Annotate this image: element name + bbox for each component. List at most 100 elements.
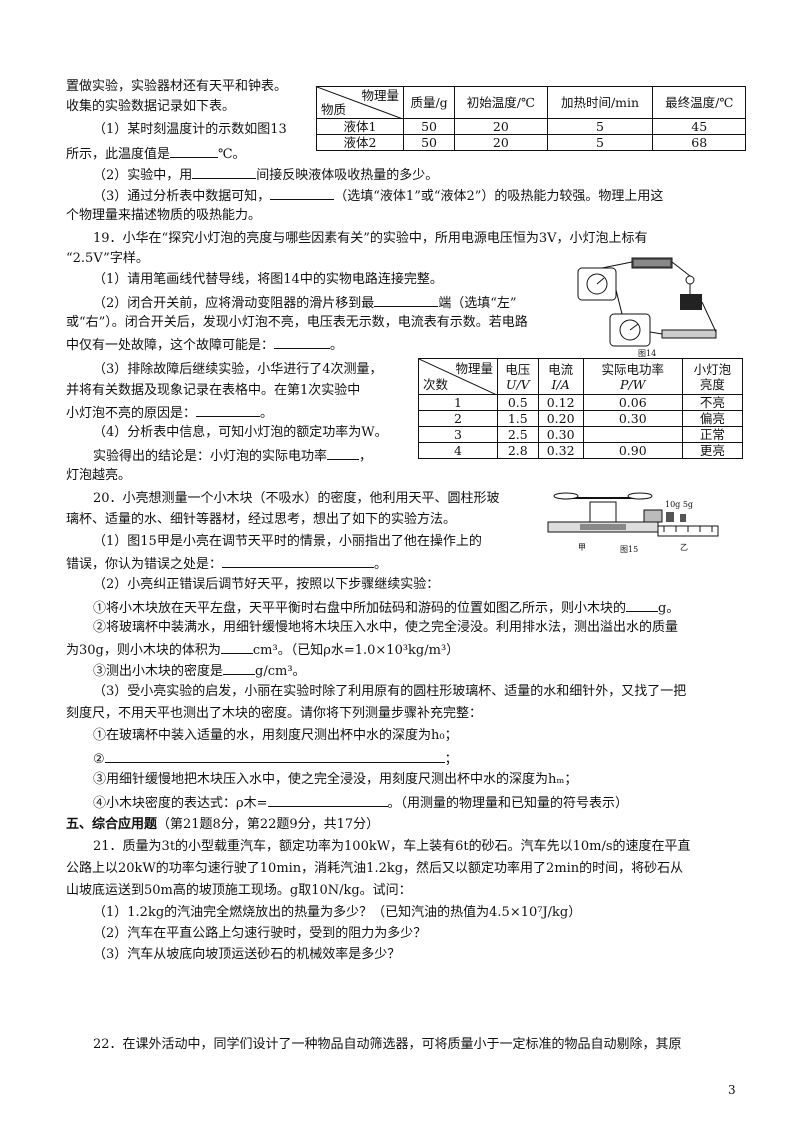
page-number: 3	[728, 1083, 736, 1097]
text-line: 小灯泡不亮的原因是：。	[66, 404, 273, 422]
text-segment: 为30g，则小木块的体积为	[66, 643, 221, 658]
table-cell: 更亮	[681, 442, 744, 459]
table-cell: 20	[454, 118, 548, 135]
text-segment: （4）	[93, 425, 128, 440]
text-segment: 错误，你认为错误之处是：	[66, 557, 223, 572]
table-cell: 50	[402, 118, 456, 135]
text-line: 置做实验，实验器材还有天平和钟表。	[66, 79, 288, 94]
section-heading: 五、综合应用题（第21题8分，第22题9分，共17分）	[66, 817, 379, 833]
answer-blank[interactable]	[223, 662, 256, 675]
text-line: （1）1.2kg的汽油完全燃烧放出的热量为多少？（已知汽油的热值为4.5×10⁷…	[93, 905, 582, 920]
section-title: 五、综合应用题	[66, 817, 158, 832]
header-quantity: 物理量	[361, 88, 399, 103]
column-header: 初始温度/℃	[454, 86, 548, 119]
text-line: ①在玻璃杯中装入适量的水，用刻度尺测出杯中水的深度为h₀；	[93, 728, 458, 743]
figure-caption: 图14	[638, 349, 657, 358]
section-score: （第21题8分，第22题9分，共17分）	[157, 817, 380, 832]
text-line: （1）图15甲是小亮在调节天平时的情景，小丽指出了他在操作上的	[93, 534, 482, 549]
answer-blank[interactable]	[170, 145, 219, 158]
table-cell: 20	[454, 134, 548, 151]
text-line: （2）实验中，用 间接反映液体吸收热量的多少。	[93, 166, 438, 184]
table-cell: 液体1	[316, 118, 404, 135]
table-header-diagonal: 物理量 物质	[316, 86, 404, 119]
text-segment: 实验得出的结论是：小灯泡的实际电功率	[93, 449, 328, 464]
text-segment: 所示，此温度值是	[66, 147, 171, 162]
text-segment: 。	[330, 338, 344, 353]
text-segment: 间接反映液体吸收热量的多少。	[256, 168, 439, 183]
text-line: （3）排除故障后继续实验，小华进行了4次测量，	[93, 362, 383, 377]
text-line: 为30g，则小木块的体积为 cm³。（已知ρ水=1.0×10³kg/m³）	[66, 641, 459, 659]
table-cell: 5	[546, 134, 654, 151]
answer-blank[interactable]	[196, 404, 261, 417]
table-cell: 0.12	[537, 394, 584, 411]
text-segment: 中仅有一处故障，这个故障可能是：	[66, 338, 275, 353]
text-segment: ；	[444, 752, 458, 767]
text-line: 21．质量为3t的小型载重汽车，额定功率为100kW，车上装有6t的砂石。汽车先…	[93, 839, 691, 854]
text-segment: （3）通过分析表中数据可知，	[93, 189, 271, 204]
table-cell: 68	[652, 134, 746, 151]
text-line: 错误，你认为错误之处是： 。	[66, 555, 387, 573]
answer-blank[interactable]	[626, 599, 659, 612]
table-cell: 0.32	[537, 442, 584, 459]
answer-blank[interactable]	[374, 294, 439, 307]
answer-blank[interactable]	[270, 187, 335, 200]
text-segment: g/cm³。	[255, 664, 306, 679]
text-line: （2）闭合开关前，应将滑动变阻器的滑片移到最 端（选填“左”	[93, 294, 517, 312]
text-line: （4）分析表中信息，可知小灯泡的额定功率为W。	[93, 425, 388, 441]
text-segment: （2）闭合开关前，应将滑动变阻器的滑片移到最	[93, 296, 375, 311]
text-segment: （2）实验中，用	[93, 168, 193, 183]
text-line: ②将玻璃杯中装满水，用细针缓慢地将木块压入水中，使之完全浸没。利用排水法，测出溢…	[93, 620, 679, 635]
text-segment: 分析表中信息，可知小灯泡的额定功率为W。	[127, 425, 388, 440]
text-segment: ③测出小木块的密度是	[93, 664, 224, 679]
answer-blank[interactable]	[267, 794, 388, 807]
table-cell: 0.06	[582, 394, 683, 411]
text-line: 并将有关数据及现象记录在表格中。在第1次实验中	[66, 383, 361, 398]
column-header: 最终温度/℃	[652, 86, 746, 119]
table-cell: 3	[418, 426, 498, 443]
label-jia: 甲	[578, 543, 586, 552]
answer-blank[interactable]	[222, 555, 375, 568]
table-row: 液体2 50 20 5 68	[316, 134, 746, 151]
table-cell: 4	[418, 442, 498, 459]
column-header: 加热时间/min	[546, 86, 654, 119]
text-segment: ①将小木块放在天平左盘，天平平衡时右盘中所加砝码和游码的位置如图乙所示，则小木块…	[93, 601, 627, 616]
text-line: ④小木块密度的表达式：ρ木=。（用测量的物理量和已知量的符号表示）	[93, 794, 628, 812]
text-segment: 。（用测量的物理量和已知量的符号表示）	[387, 796, 629, 811]
text-line: 中仅有一处故障，这个故障可能是： 。	[66, 336, 343, 354]
table-cell: 50	[402, 134, 456, 151]
answer-blank[interactable]	[220, 641, 253, 654]
table-header-diagonal: 物理量 次数	[418, 358, 498, 395]
answer-blank[interactable]	[104, 750, 445, 763]
text-segment: ℃。	[218, 147, 246, 162]
text-segment: 端（选填“左”	[438, 296, 517, 311]
answer-blank[interactable]	[327, 447, 360, 460]
column-header: 质量/g	[402, 86, 456, 119]
text-line: （2）小亮纠正错误后调节好天平，按照以下步骤继续实验：	[93, 577, 440, 592]
answer-blank[interactable]	[274, 336, 331, 349]
table-cell: 液体2	[316, 134, 404, 151]
text-line: ③用细针缓慢地把木块压入水中，使之完全浸没，用刻度尺测出杯中水的深度为hₘ；	[93, 772, 578, 787]
balance-diagram	[547, 492, 719, 537]
text-line: 公路上以20kW的功率匀速行驶了10min，消耗汽油1.2kg，然后又以额定功率…	[66, 861, 684, 876]
diagonal-line	[419, 359, 497, 395]
label-yi: 乙	[680, 543, 688, 552]
table-cell: 2.5	[497, 426, 539, 443]
text-line: “2.5V”字样。	[66, 251, 149, 266]
text-line: （3）汽车从坡底向坡顶运送砂石的机械效率是多少？	[93, 947, 401, 962]
text-segment: 。	[374, 557, 388, 572]
figure-15-balance: 10g 5g 甲 图15 乙	[540, 480, 740, 560]
table-cell: 偏亮	[681, 410, 744, 427]
text-segment: g。	[658, 601, 680, 616]
text-line: ①将小木块放在天平左盘，天平平衡时右盘中所加砝码和游码的位置如图乙所示，则小木块…	[93, 599, 679, 617]
answer-blank[interactable]	[192, 166, 257, 179]
table-cell: 0.90	[582, 442, 683, 459]
text-segment: 小灯泡不亮的原因是：	[66, 406, 197, 421]
figure-14-circuit: 图14	[572, 250, 732, 358]
text-segment: cm³。（已知ρ水=1.0×10³kg/m³）	[252, 643, 460, 658]
table-row: 液体1 50 20 5 45	[316, 118, 746, 135]
